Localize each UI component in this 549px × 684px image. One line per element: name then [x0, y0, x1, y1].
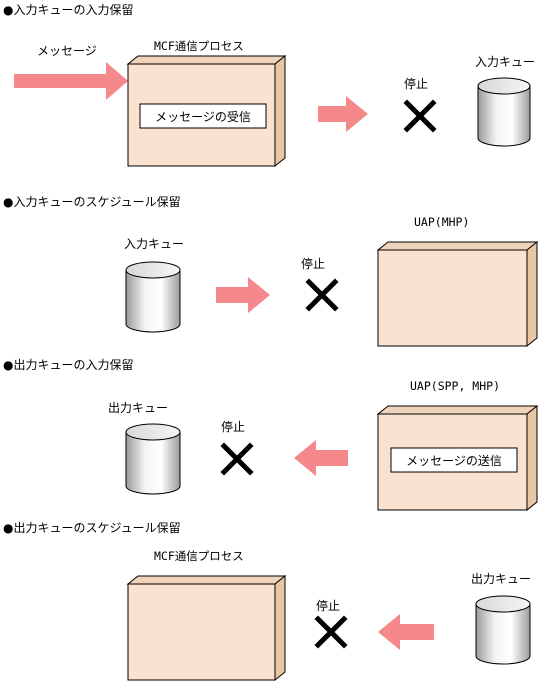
- backward-arrow-icon: [378, 614, 434, 650]
- output-queue-cylinder-icon: [125, 423, 181, 495]
- output-queue-label: 出力キュー: [108, 401, 168, 415]
- input-queue-label: 入力キュー: [475, 55, 535, 69]
- section-1-heading: ●入力キューの入力保留: [3, 3, 133, 17]
- section-4-heading: ●出力キューのスケジュール保留: [3, 521, 181, 535]
- forward-arrow-icon: [216, 277, 270, 313]
- incoming-arrow-icon: [14, 62, 128, 100]
- section-output-queue-input-hold: ●出力キューの入力保留 出力キュー 停止 UAP(SPP, MHP) メッセージ…: [3, 358, 539, 512]
- stop-label-3: 停止: [221, 419, 245, 434]
- input-queue-label-2: 入力キュー: [124, 237, 184, 251]
- stop-x-icon: [314, 615, 348, 649]
- output-queue-label-2: 出力キュー: [471, 572, 531, 586]
- stop-label: 停止: [404, 76, 428, 91]
- process-label-2: MCF通信プロセス: [154, 549, 244, 563]
- send-message-label: メッセージの送信: [406, 453, 502, 468]
- input-queue-cylinder-icon: [477, 77, 531, 147]
- stop-x-icon: [220, 442, 254, 476]
- section-2-heading: ●入力キューのスケジュール保留: [3, 195, 181, 209]
- uap-mhp-label: UAP(MHP): [414, 215, 469, 229]
- output-queue-cylinder-icon: [475, 595, 531, 665]
- stop-x-icon: [305, 278, 339, 312]
- input-queue-cylinder-icon: [125, 261, 181, 333]
- message-label: メッセージ: [37, 44, 97, 58]
- section-input-queue-input-hold: ●入力キューの入力保留 メッセージ MCF通信プロセス メッセージの受信 停止 …: [3, 3, 535, 168]
- stop-label-2: 停止: [301, 256, 325, 271]
- forward-arrow-icon: [318, 96, 368, 132]
- send-message-box: [390, 447, 518, 473]
- section-input-queue-schedule-hold: ●入力キューのスケジュール保留 入力キュー 停止 UAP(MHP): [3, 195, 539, 348]
- section-output-queue-schedule-hold: ●出力キューのスケジュール保留 MCF通信プロセス 停止 出力キュー: [3, 521, 531, 682]
- stop-label-4: 停止: [316, 598, 340, 613]
- backward-arrow-icon: [294, 440, 348, 476]
- section-3-heading: ●出力キューの入力保留: [3, 358, 133, 372]
- receive-message-box: [139, 103, 267, 129]
- process-box: [126, 574, 287, 682]
- receive-message-label: メッセージの受信: [155, 110, 251, 124]
- stop-x-icon: [403, 99, 437, 133]
- uap-spp-mhp-label: UAP(SPP, MHP): [410, 379, 500, 393]
- process-label: MCF通信プロセス: [154, 39, 244, 53]
- uap-box: [376, 240, 539, 348]
